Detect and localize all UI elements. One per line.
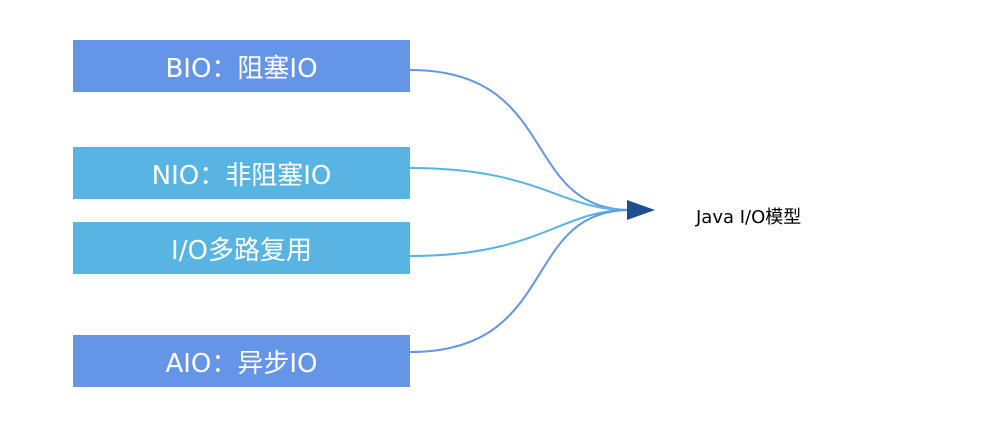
node-aio: AIO：异步IO — [73, 335, 410, 387]
node-nio-label: NIO：非阻塞IO — [151, 160, 332, 191]
target-label: Java I/O模型 — [696, 207, 802, 228]
node-io-multiplexing-label: I/O多路复用 — [171, 235, 312, 266]
edge-bio-to-target — [409, 69, 629, 211]
node-aio-label: AIO：异步IO — [165, 348, 318, 379]
node-io-multiplexing: I/O多路复用 — [73, 222, 410, 274]
edge-nio-to-target — [409, 167, 629, 211]
arrow-head-icon — [627, 200, 655, 220]
node-bio-label: BIO：阻塞IO — [165, 53, 318, 84]
edge-mux-to-target — [409, 209, 629, 257]
edge-aio-to-target — [409, 209, 629, 353]
node-bio: BIO：阻塞IO — [73, 40, 410, 92]
node-nio: NIO：非阻塞IO — [73, 147, 410, 199]
